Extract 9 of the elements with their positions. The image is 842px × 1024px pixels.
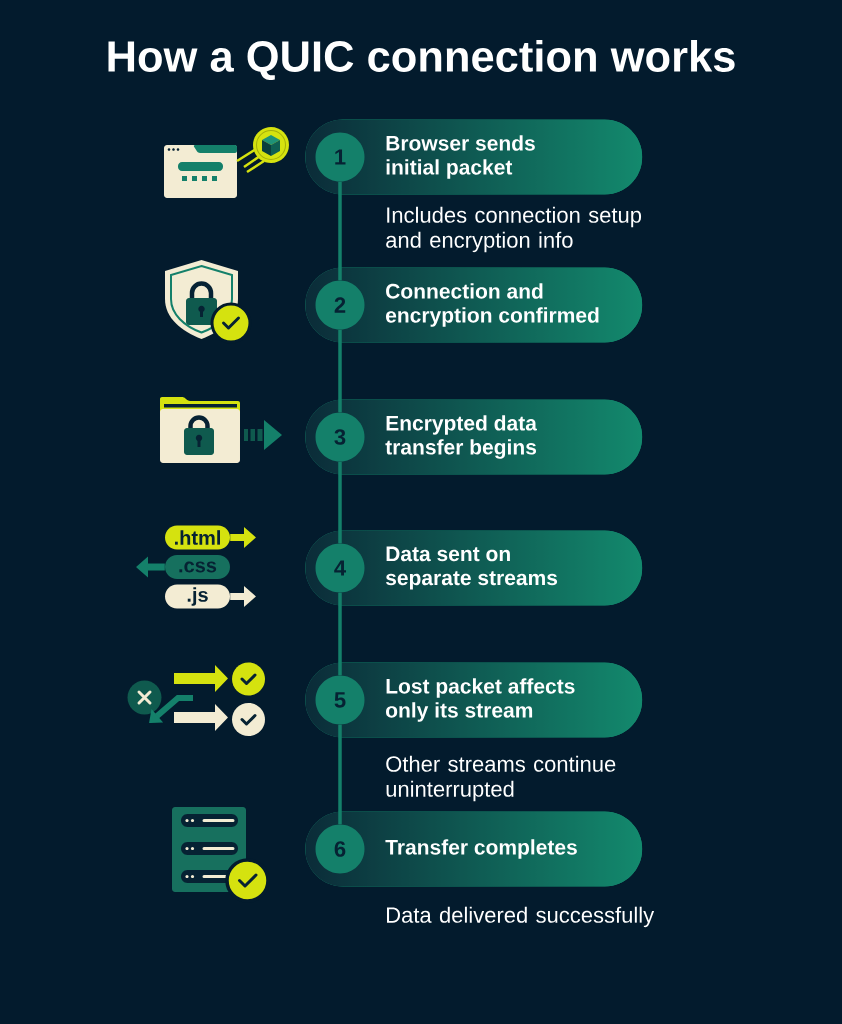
step-description: Other streams continue uninterrupted	[386, 755, 616, 802]
title: How a QUIC connection works	[108, 39, 735, 81]
connector-line	[338, 461, 342, 544]
step-description: Includes connection setup and encryption info	[386, 206, 642, 253]
step-description: Data delivered successfully	[387, 906, 655, 928]
connector-line	[338, 329, 342, 413]
connector-line	[338, 592, 342, 676]
connector-line	[338, 724, 342, 825]
connector-line	[338, 181, 342, 281]
